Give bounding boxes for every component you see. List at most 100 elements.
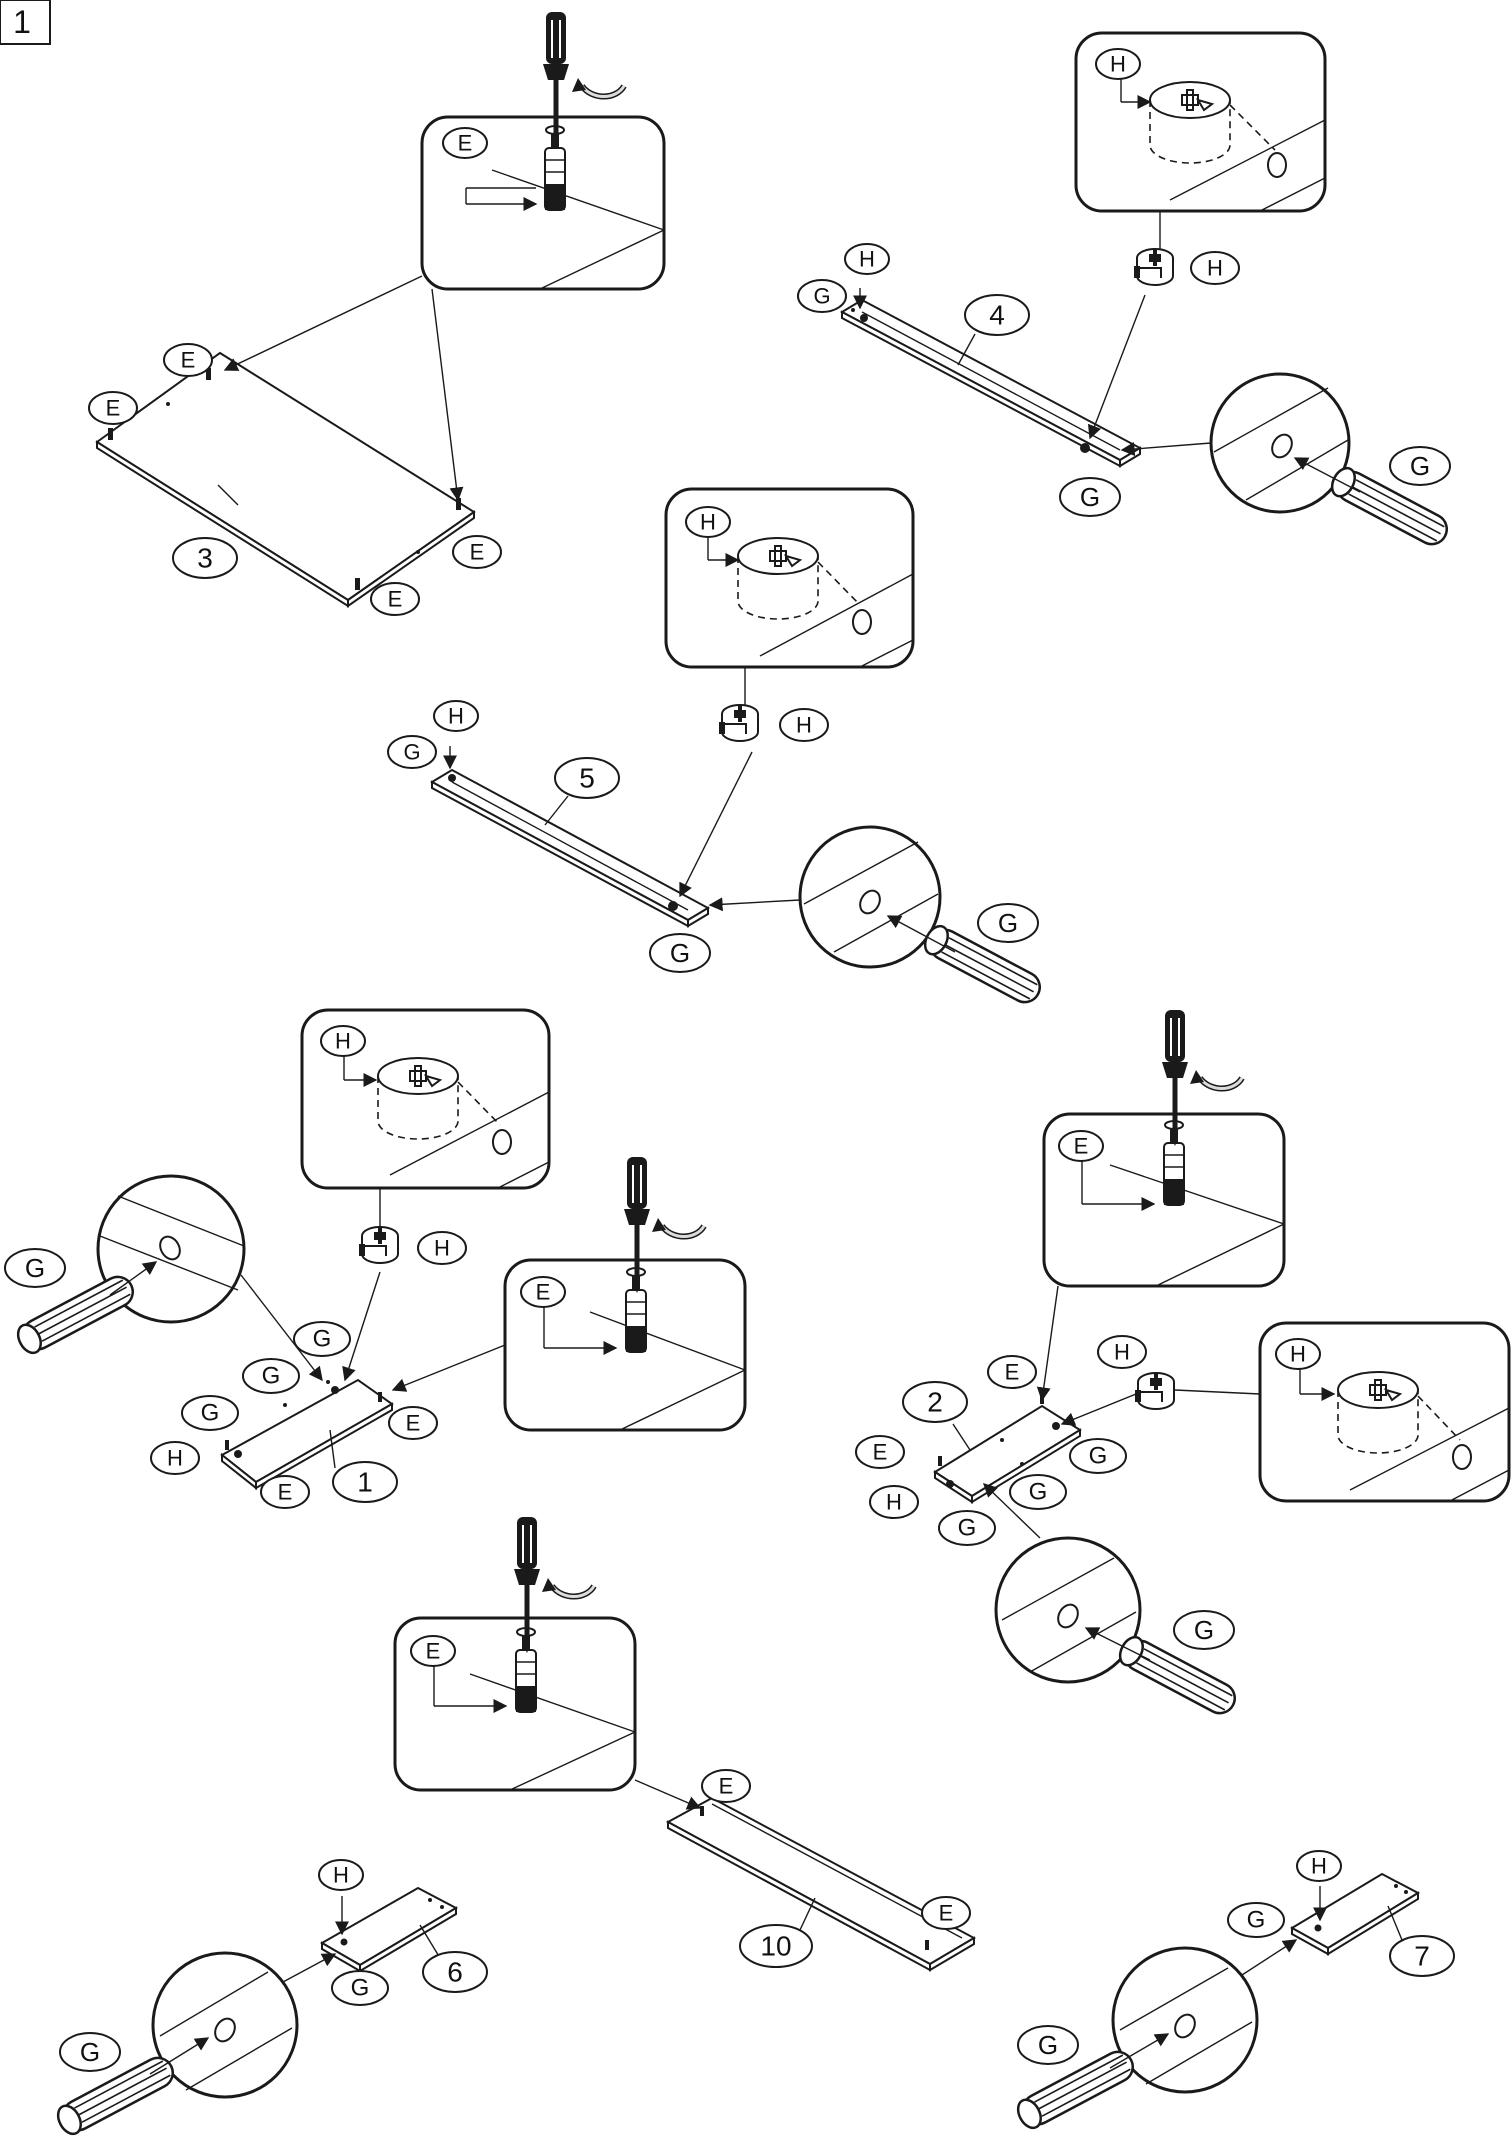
panel-2-assembly: E E E H H H G G G G 2 bbox=[855, 1009, 1511, 1720]
label-g: G bbox=[797, 279, 847, 313]
svg-text:E: E bbox=[458, 131, 473, 156]
zoom-box-cam bbox=[1074, 31, 1327, 213]
svg-text:E: E bbox=[388, 587, 403, 612]
magnifier-lens bbox=[798, 825, 942, 969]
label-g: G bbox=[1173, 1610, 1235, 1650]
label-h: H bbox=[1296, 1850, 1342, 1882]
cam-lock-icon bbox=[722, 705, 758, 741]
svg-text:5: 5 bbox=[579, 763, 595, 794]
step-number: 1 bbox=[0, 0, 51, 45]
label-h: H bbox=[417, 1231, 467, 1265]
label-g: G bbox=[1227, 1902, 1285, 1938]
svg-text:G: G bbox=[201, 1400, 220, 1427]
cam-lock-icon bbox=[362, 1227, 398, 1263]
svg-text:H: H bbox=[1207, 256, 1223, 281]
svg-text:E: E bbox=[426, 1639, 441, 1664]
label-e: E bbox=[452, 535, 502, 569]
part-label-6: 6 bbox=[422, 1951, 488, 1993]
zoom-box-screw bbox=[393, 1616, 637, 1792]
label-e: E bbox=[1058, 1130, 1104, 1162]
label-e: E bbox=[163, 343, 213, 377]
label-g: G bbox=[938, 1510, 996, 1546]
svg-text:H: H bbox=[886, 1490, 902, 1515]
svg-text:E: E bbox=[1005, 1360, 1020, 1385]
magnifier-lens bbox=[96, 1174, 246, 1324]
label-h: H bbox=[685, 506, 731, 538]
zoom-box-cam bbox=[664, 487, 915, 669]
zoom-box-cam bbox=[1258, 1321, 1511, 1503]
label-g: G bbox=[649, 933, 711, 973]
svg-text:E: E bbox=[1074, 1134, 1089, 1159]
svg-text:E: E bbox=[470, 540, 485, 565]
panel-10-assembly: E E E 10 bbox=[393, 1516, 977, 1972]
label-g: G bbox=[387, 735, 437, 769]
zoom-box-cam bbox=[300, 1008, 551, 1190]
svg-text:G: G bbox=[813, 284, 830, 309]
svg-text:H: H bbox=[335, 1029, 351, 1054]
label-g: G bbox=[1059, 477, 1121, 517]
label-g: G bbox=[4, 1248, 66, 1288]
panel-4-assembly: H H H G G G 4 bbox=[797, 31, 1454, 551]
svg-text:G: G bbox=[1038, 2030, 1058, 2060]
label-e: E bbox=[987, 1355, 1037, 1389]
magnifier-lens bbox=[994, 1536, 1142, 1684]
svg-text:H: H bbox=[1290, 1342, 1306, 1367]
svg-text:H: H bbox=[434, 1236, 450, 1261]
part-label-1: 1 bbox=[332, 1461, 398, 1503]
svg-text:H: H bbox=[448, 704, 464, 729]
svg-text:G: G bbox=[1029, 1479, 1048, 1506]
svg-text:6: 6 bbox=[447, 1957, 463, 1988]
label-e: E bbox=[388, 1406, 438, 1440]
rotation-arrow-icon bbox=[542, 1578, 594, 1597]
svg-text:G: G bbox=[262, 1363, 281, 1390]
label-h: H bbox=[844, 243, 890, 275]
svg-text:1: 1 bbox=[13, 4, 31, 40]
label-g: G bbox=[331, 1970, 389, 2006]
cam-lock-icon bbox=[1138, 1373, 1174, 1409]
cam-lock-icon bbox=[1137, 249, 1173, 285]
svg-text:3: 3 bbox=[197, 543, 213, 574]
svg-text:G: G bbox=[1410, 451, 1430, 481]
label-g: G bbox=[1009, 1474, 1067, 1510]
svg-text:E: E bbox=[406, 1411, 421, 1436]
part-label-2: 2 bbox=[902, 1381, 968, 1423]
svg-text:E: E bbox=[181, 348, 196, 373]
svg-text:G: G bbox=[313, 1326, 332, 1353]
svg-text:H: H bbox=[167, 1446, 183, 1471]
label-h: H bbox=[1275, 1338, 1321, 1370]
label-e: E bbox=[260, 1475, 310, 1509]
svg-text:G: G bbox=[403, 740, 420, 765]
label-h: H bbox=[779, 708, 829, 742]
svg-text:1: 1 bbox=[357, 1467, 373, 1498]
svg-text:H: H bbox=[859, 247, 875, 272]
rotation-arrow-icon bbox=[652, 1218, 704, 1237]
label-g: G bbox=[242, 1358, 300, 1394]
label-h: H bbox=[318, 1859, 364, 1891]
label-h: H bbox=[433, 700, 479, 732]
panel-5-assembly: H H H G G G 5 bbox=[387, 487, 1047, 1009]
svg-text:G: G bbox=[351, 1975, 370, 2002]
svg-text:G: G bbox=[670, 938, 690, 968]
magnifier-lens bbox=[1209, 372, 1351, 514]
rotation-arrow-icon bbox=[1190, 1070, 1242, 1089]
label-h: H bbox=[1190, 251, 1240, 285]
svg-text:E: E bbox=[536, 1280, 551, 1305]
svg-text:G: G bbox=[1247, 1907, 1266, 1934]
label-h: H bbox=[150, 1441, 200, 1475]
part-label-3: 3 bbox=[172, 537, 238, 579]
panel-1-assembly: H H H E E E G G G G 1 bbox=[4, 1008, 747, 1509]
label-e: E bbox=[855, 1435, 905, 1469]
label-g: G bbox=[59, 2032, 121, 2072]
svg-text:H: H bbox=[1114, 1340, 1130, 1365]
svg-text:G: G bbox=[1080, 482, 1100, 512]
zoom-box-screw bbox=[1042, 1112, 1286, 1288]
svg-text:G: G bbox=[1089, 1443, 1108, 1470]
svg-text:G: G bbox=[80, 2037, 100, 2067]
label-e: E bbox=[370, 582, 420, 616]
label-e: E bbox=[921, 1896, 971, 1930]
label-g: G bbox=[181, 1395, 239, 1431]
part-label-7: 7 bbox=[1389, 1935, 1455, 1977]
label-g: G bbox=[1389, 446, 1451, 486]
svg-text:H: H bbox=[333, 1863, 349, 1888]
part-label-5: 5 bbox=[554, 757, 620, 799]
